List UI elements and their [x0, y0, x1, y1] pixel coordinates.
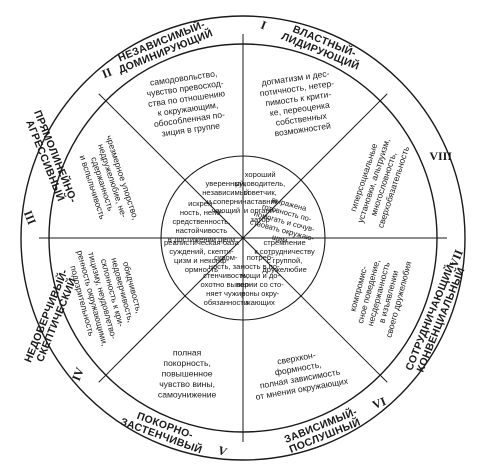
sector-inner-description: хорошийруководитель,советчик,наставники … — [235, 170, 285, 224]
sector-inner-description-line: обязанности — [204, 298, 248, 307]
sector-type-name: НЕДОВЕРЧИВЫЙ-СКЕПТИЧЕСКИЙ — [21, 267, 79, 364]
sector-inner-description-line: затор — [251, 215, 270, 224]
sector-outer-description-line: повышенное — [162, 369, 213, 379]
sector-inner-description-line: ормность — [185, 265, 218, 274]
sector-roman-numeral: VII — [446, 247, 466, 269]
sector-inner-description-line: щим — [271, 232, 289, 245]
sector-outer-description-line: покорность, — [163, 358, 210, 368]
band-tick — [98, 93, 107, 102]
band-tick — [379, 374, 388, 383]
sector-inner-description-line: хороший — [245, 170, 276, 179]
sector-outer-description: сверхкон-формность,полная зависимостьот … — [255, 350, 350, 402]
sector-roman-numeral: V — [216, 443, 229, 459]
sector-inner-description: искрен-ность, непо-средственность,настой… — [168, 199, 235, 244]
outer-circle — [20, 15, 466, 461]
sector-type-name: СОТРУДНИЧАЮЩИЙ-КОНВЕНЦИАЛЬНЫЙ — [402, 259, 467, 374]
sector-inner-description-line: руководитель, — [235, 179, 285, 188]
sector-roman-numeral: IV — [69, 365, 87, 383]
sector-inner-description-line: и соперни- — [207, 197, 245, 206]
sector-inner-description-line: верии со сто- — [237, 280, 285, 289]
sector-inner-description-line: няет чужие — [206, 289, 245, 298]
band-tick — [98, 374, 107, 383]
sector-type-name: НЕЗАВИСИМЫЙ-ДОМИНИРУЮЩИЙ — [116, 18, 215, 77]
sector-inner-description-line: независимый — [202, 188, 249, 197]
sector-inner-description-line: чающий — [211, 206, 240, 215]
sector-type-name: ПРЯМОЛИНЕЙНО-АГРЕССИВНЫЙ — [23, 108, 80, 205]
sector-inner-description-line: ность, за- — [209, 262, 244, 271]
sector-outer-description: компромис-сное поведение,несдержанностьв… — [348, 258, 414, 339]
sector-inner-description-line: к сотрудничеству — [254, 247, 315, 256]
sector-outer-description: чрезмерное упорство,недружелюбие, не-сде… — [78, 134, 141, 221]
sector-inner-description-line: наставник — [242, 197, 278, 206]
sector-type-name: ПОКОРНО-ЗАСТЕНЧИВЫЙ — [119, 410, 204, 456]
sector-divider — [242, 237, 381, 376]
sector-inner-description-line: цизм и неконф- — [174, 256, 229, 265]
sector-inner-description-line: стенчивость, — [203, 271, 248, 280]
sector-inner-description-line: в достижении цели — [168, 235, 235, 244]
sector-outer-description: самодовольство,чувство превосход-ства по… — [146, 68, 226, 138]
sector-inner-description-line: дружелюбие — [262, 265, 306, 274]
sector-outer-description-line: чувство вины, — [159, 379, 215, 389]
sector-inner-description-line: советчик, — [244, 188, 277, 197]
sector-outer-description-line: полная — [173, 348, 202, 358]
sector-outer-description: догматизм и дес-потичность, нетер-пимост… — [259, 68, 335, 138]
sector-divider — [105, 100, 244, 239]
sector-roman-numeral: VI — [370, 394, 388, 412]
sector-inner-description-line: суждений, скепти- — [169, 247, 234, 256]
sector-inner-description-line: жающих — [246, 298, 275, 307]
sector-inner-description-line: скром- — [214, 253, 238, 262]
sector-inner-description-line: с группой, — [267, 256, 302, 265]
sector-inner-description: потреб-ность в по-мощи и до-верии со сто… — [237, 253, 285, 307]
band-tick — [379, 93, 388, 102]
sector-inner-description-line: ность в по- — [241, 262, 280, 271]
sector-roman-numeral: III — [21, 208, 39, 227]
sector-inner-description-line: мощи и до- — [240, 271, 280, 280]
sector-roman-numeral: VIII — [429, 149, 452, 163]
sector-type-name: ЗАВИСИМЫЙ-ПОСЛУШНЫЙ — [282, 405, 362, 456]
sector-inner-description-line: реалистическая база — [164, 238, 240, 247]
sector-outer-description: обидчивость,недоверчивость,склонность к … — [68, 249, 144, 347]
sector-inner-description-line: роны окру- — [241, 289, 280, 298]
sector-type-name: ВЛАСТНЫЙ-ЛИДИРУЮЩИЙ — [280, 22, 362, 72]
sector-inner-description-line: стремление — [263, 238, 305, 247]
sector-divider — [105, 237, 244, 376]
sector-inner-description-line: потреб- — [247, 253, 274, 262]
sector-inner-description-line: и органи- — [244, 206, 277, 215]
sector-outer-description-line: самоунижение — [158, 389, 217, 399]
sector-inner-description-line: ность, непо- — [180, 208, 224, 217]
sector-inner-description-line: уверенный, — [205, 179, 246, 188]
sector-inner-description-line: искрен- — [188, 199, 215, 208]
sector-inner-description-line: настойчивость — [176, 226, 228, 235]
sector-roman-numeral: I — [259, 18, 269, 33]
sector-inner-description-line: средственность, — [172, 217, 230, 226]
sector-roman-numeral: II — [100, 65, 114, 82]
sector-inner-description: скром-ность, за-стенчивость,охотно выпол… — [201, 253, 252, 307]
sector-divider — [242, 100, 381, 239]
sector-inner-description-line: охотно выпол- — [201, 280, 252, 289]
